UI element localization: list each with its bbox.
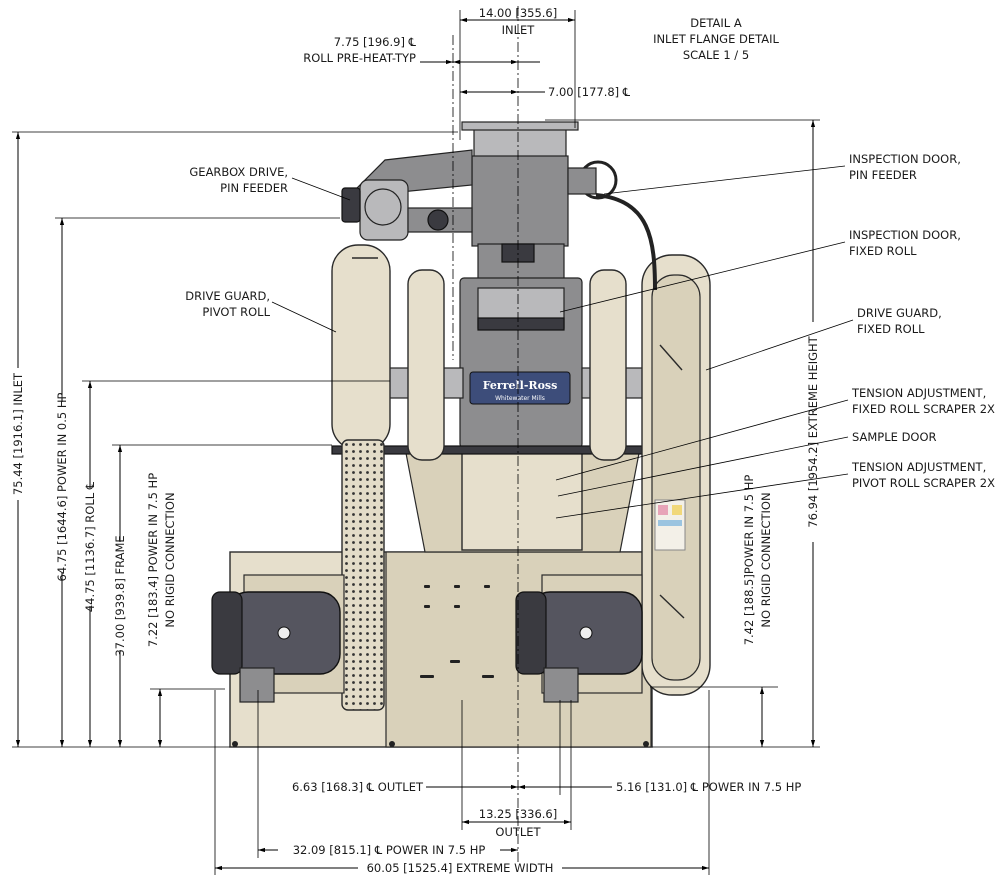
dim-height-power-05: 64.75 [1644.6] POWER IN 0.5 HP — [55, 392, 69, 581]
right-motor-junction-box — [543, 667, 579, 703]
inlet-top-flange — [461, 121, 579, 131]
dim-outlet-width-label: OUTLET — [495, 825, 541, 839]
dim-inlet-width: 14.00 [355.6] — [479, 6, 557, 20]
dim-extreme-height: 76.94 [1954.2] EXTREME HEIGHT — [806, 335, 820, 527]
callout-tension-pivot-2: PIVOT ROLL SCRAPER 2X — [852, 476, 995, 490]
brand-subtitle: Whitewater Mills — [495, 395, 545, 402]
base-holes — [232, 585, 649, 747]
dim-height-inlet: 75.44 [1916.1] INLET — [11, 372, 25, 495]
detail-title: DETAIL A — [690, 16, 742, 30]
callout-tension-pivot: TENSION ADJUSTMENT, — [851, 460, 986, 474]
callout-drive-guard-fixed-2: FIXED ROLL — [857, 322, 925, 336]
dim-inlet-width-label: INLET — [502, 23, 536, 37]
callout-gearbox-drive-2: PIN FEEDER — [220, 181, 288, 195]
dim-roll-preheat-label: ROLL PRE-HEAT-TYP — [303, 51, 416, 65]
left-dimensions: 75.44 [1916.1] INLET 64.75 [1644.6] POWE… — [11, 131, 458, 748]
dim-extreme-width: 60.05 [1525.4] EXTREME WIDTH — [367, 861, 554, 875]
dim-height-roll: 44.75 [1136.7] ROLL ℄ — [83, 481, 97, 612]
callout-drive-guard-pivot: DRIVE GUARD, — [185, 289, 270, 303]
dim-no-rigid-right: NO RIGID CONNECTION — [759, 492, 773, 627]
fixed-roll-arm — [589, 269, 627, 461]
gearbox-motor-cap — [341, 187, 361, 223]
dim-height-power-75-left: 7.22 [183.4] POWER IN 7.5 HP — [146, 473, 160, 647]
callout-drive-guard-pivot-2: PIVOT ROLL — [202, 305, 270, 319]
dim-height-frame: 37.00 [939.8] FRAME — [113, 535, 127, 656]
dim-height-power-75-right: 7.42 [188.5]POWER IN 7.5 HP — [742, 475, 756, 646]
callout-tension-fixed: TENSION ADJUSTMENT, — [851, 386, 986, 400]
dim-no-rigid-left: NO RIGID CONNECTION — [163, 492, 177, 627]
callout-inspection-fixed: INSPECTION DOOR, — [849, 228, 961, 242]
discharge-neck — [461, 449, 583, 551]
dim-half-inlet: 7.00 [177.8] ℄ — [548, 85, 631, 99]
hose — [595, 193, 657, 291]
callouts: GEARBOX DRIVE, PIN FEEDER DRIVE GUARD, P… — [185, 152, 995, 519]
callout-sample-door: SAMPLE DOOR — [852, 430, 937, 444]
top-dimensions: 14.00 [355.6] INLET 7.75 [196.9] ℄ ROLL … — [303, 6, 780, 140]
inlet-hopper — [473, 127, 567, 159]
callout-gearbox-drive: GEARBOX DRIVE, — [189, 165, 288, 179]
dim-outlet-width: 13.25 [336.6] — [479, 807, 557, 821]
bottom-dimensions: 6.63 [168.3] ℄ OUTLET 5.16 [131.0] ℄ POW… — [214, 690, 801, 875]
detail-subtitle: INLET FLANGE DETAIL — [653, 32, 779, 46]
callout-inspection-fixed-2: FIXED ROLL — [849, 244, 917, 258]
callout-inspection-pin: INSPECTION DOOR, — [849, 152, 961, 166]
callout-inspection-pin-2: PIN FEEDER — [849, 168, 917, 182]
dim-power-left-offset: 32.09 [815.1] ℄ POWER IN 7.5 HP — [293, 843, 486, 857]
callout-drive-guard-fixed: DRIVE GUARD, — [857, 306, 942, 320]
centerlines — [452, 6, 519, 865]
left-motor-junction-box — [239, 667, 275, 703]
machine-illustration: Ferrell-Ross Whitewater Mills — [211, 121, 711, 748]
dim-roll-preheat: 7.75 [196.9] ℄ — [334, 35, 417, 49]
brand-plate — [469, 371, 571, 405]
drive-guard-vent-column — [341, 439, 385, 711]
dim-outlet-offset: 6.63 [168.3] ℄ OUTLET — [292, 780, 424, 794]
callout-tension-fixed-2: FIXED ROLL SCRAPER 2X — [852, 402, 995, 416]
brand-logo: Ferrell-Ross — [483, 379, 558, 392]
drive-guard-pivot-roll — [331, 244, 391, 451]
dim-power-right-offset: 5.16 [131.0] ℄ POWER IN 7.5 HP — [616, 780, 801, 794]
detail-scale: SCALE 1 / 5 — [683, 48, 749, 62]
pin-feeder-housing — [471, 155, 569, 247]
pivot-roll-arm — [407, 269, 445, 461]
